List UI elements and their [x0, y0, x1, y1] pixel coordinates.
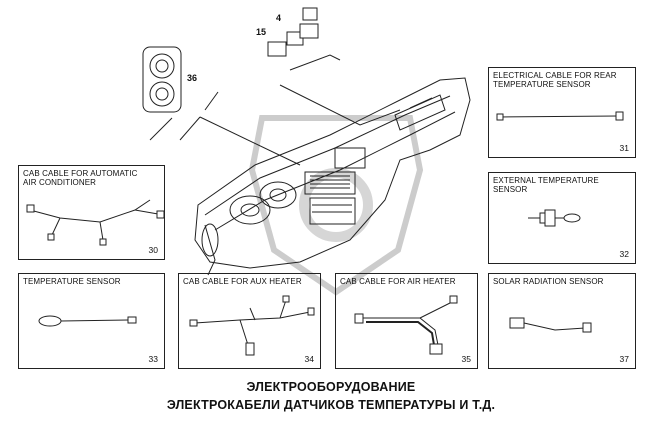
- callout-gauges: 36: [187, 73, 198, 83]
- box-title: SOLAR RADIATION SENSOR: [493, 277, 604, 286]
- box-title: CAB CABLE FOR AUTOMATIC AIR CONDITIONER: [23, 169, 138, 187]
- box-number: 37: [619, 354, 629, 364]
- box-number: 31: [619, 143, 629, 153]
- box-number: 33: [148, 354, 158, 364]
- box-air-heater-cable: CAB CABLE FOR AIR HEATER 35: [335, 273, 478, 369]
- box-number: 32: [619, 249, 629, 259]
- box-solar-radiation-sensor: SOLAR RADIATION SENSOR 37: [488, 273, 636, 369]
- box-ac-cab-cable: CAB CABLE FOR AUTOMATIC AIR CONDITIONER …: [18, 165, 165, 260]
- box-title: TEMPERATURE SENSOR: [23, 277, 121, 286]
- box-rear-temp-sensor-cable: ELECTRICAL CABLE FOR REAR TEMPERATURE SE…: [488, 67, 636, 158]
- box-number: 35: [461, 354, 471, 364]
- box-number: 34: [304, 354, 314, 364]
- caption-line-1: ЭЛЕКТРООБОРУДОВАНИЕ: [246, 380, 416, 394]
- box-temperature-sensor: TEMPERATURE SENSOR 33: [18, 273, 165, 369]
- box-number: 30: [148, 245, 158, 255]
- caption-line-2: ЭЛЕКТРОКАБЕЛИ ДАТЧИКОВ ТЕМПЕРАТУРЫ И Т.Д…: [166, 398, 496, 412]
- box-title: CAB CABLE FOR AUX HEATER: [183, 277, 302, 286]
- box-title: EXTERNAL TEMPERATURE SENSOR: [493, 176, 599, 194]
- box-title: ELECTRICAL CABLE FOR REAR TEMPERATURE SE…: [493, 71, 617, 89]
- box-aux-heater-cable: CAB CABLE FOR AUX HEATER 34: [178, 273, 321, 369]
- box-external-temp-sensor: EXTERNAL TEMPERATURE SENSOR 32: [488, 172, 636, 264]
- callout-relay-top: 4: [276, 13, 282, 23]
- box-title: CAB CABLE FOR AIR HEATER: [340, 277, 456, 286]
- callout-relay-side: 15: [256, 27, 267, 37]
